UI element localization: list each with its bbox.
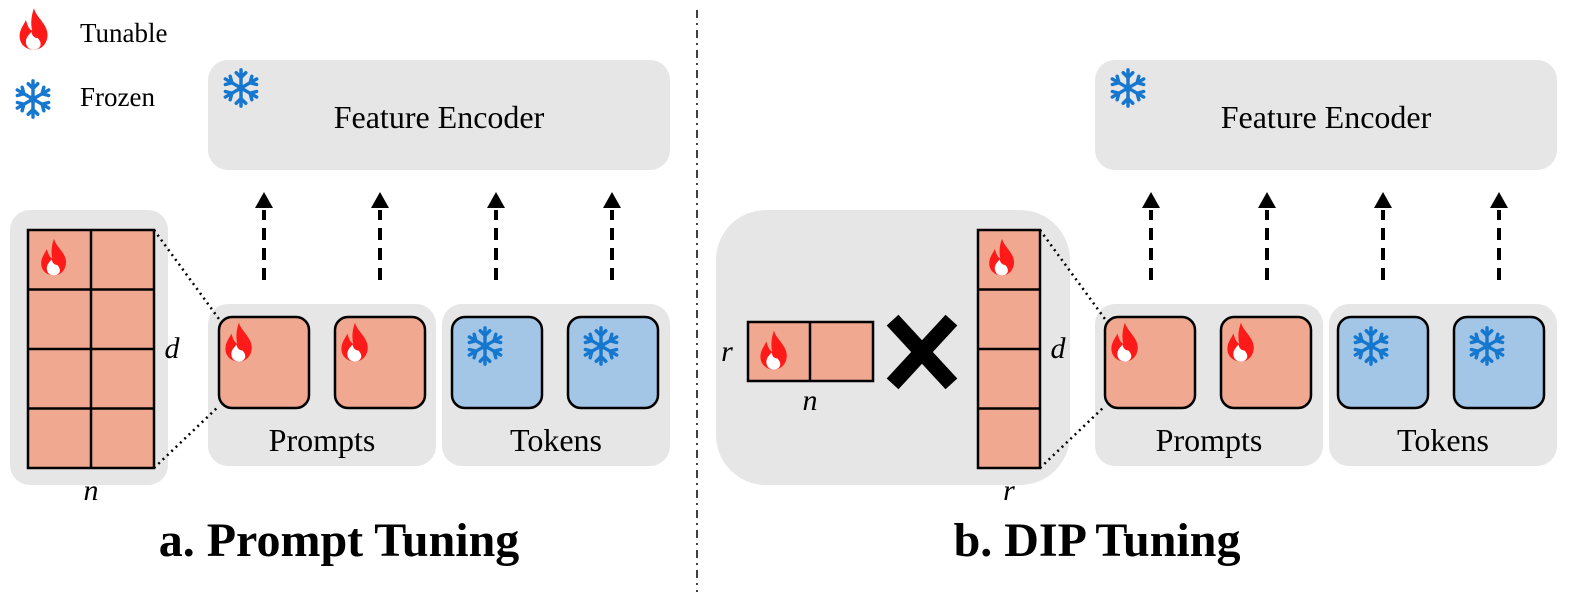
legend-frozen-label: Frozen [80, 82, 155, 112]
up-arrow-icon [253, 192, 275, 282]
snowflake-icon [13, 79, 53, 119]
prompt-token [1219, 315, 1313, 410]
flame-icon [19, 8, 48, 50]
small-matrix-dim-n-label: n [803, 384, 818, 417]
tall-matrix-dim-r-label: r [1003, 474, 1015, 507]
feature-encoder-label: Feature Encoder [1221, 99, 1432, 135]
up-arrow-icon [1256, 192, 1278, 282]
up-arrow-icon [1140, 192, 1162, 282]
prompts-label: Prompts [1156, 422, 1263, 458]
input-token [1452, 315, 1546, 410]
right-caption: b. DIP Tuning [954, 514, 1241, 567]
up-arrow-icon [1372, 192, 1394, 282]
up-arrow-icon [601, 192, 623, 282]
multiply-icon [886, 314, 958, 390]
feature-encoder-label: Feature Encoder [334, 99, 545, 135]
prompts-label: Prompts [269, 422, 376, 458]
feature-encoder-box [1095, 60, 1557, 170]
matrix-dim-d-label: d [165, 332, 181, 365]
prompt-token [333, 315, 427, 410]
left-caption: a. Prompt Tuning [159, 514, 520, 567]
legend: Tunable Frozen [13, 8, 168, 119]
left-panel: Feature Encoder d n Prompts Tokens [10, 60, 670, 567]
connector-line [152, 229, 221, 320]
input-token [566, 315, 660, 410]
tokens-label: Tokens [1397, 422, 1489, 458]
prompt-token [1103, 315, 1197, 410]
connector-line [1038, 229, 1107, 320]
legend-tunable-label: Tunable [80, 18, 168, 48]
tall-matrix-dim-d-label: d [1051, 332, 1067, 365]
right-panel: Feature Encoder r n d r [716, 60, 1557, 567]
up-arrow-icon [369, 192, 391, 282]
matrix-dim-n-label: n [84, 474, 99, 507]
input-token [1336, 315, 1430, 410]
feature-encoder-box [208, 60, 670, 170]
tokens-label: Tokens [510, 422, 602, 458]
small-matrix-dim-r-label: r [721, 335, 733, 368]
prompt-token [217, 315, 311, 410]
up-arrow-icon [485, 192, 507, 282]
input-token [450, 315, 544, 410]
up-arrow-icon [1488, 192, 1510, 282]
